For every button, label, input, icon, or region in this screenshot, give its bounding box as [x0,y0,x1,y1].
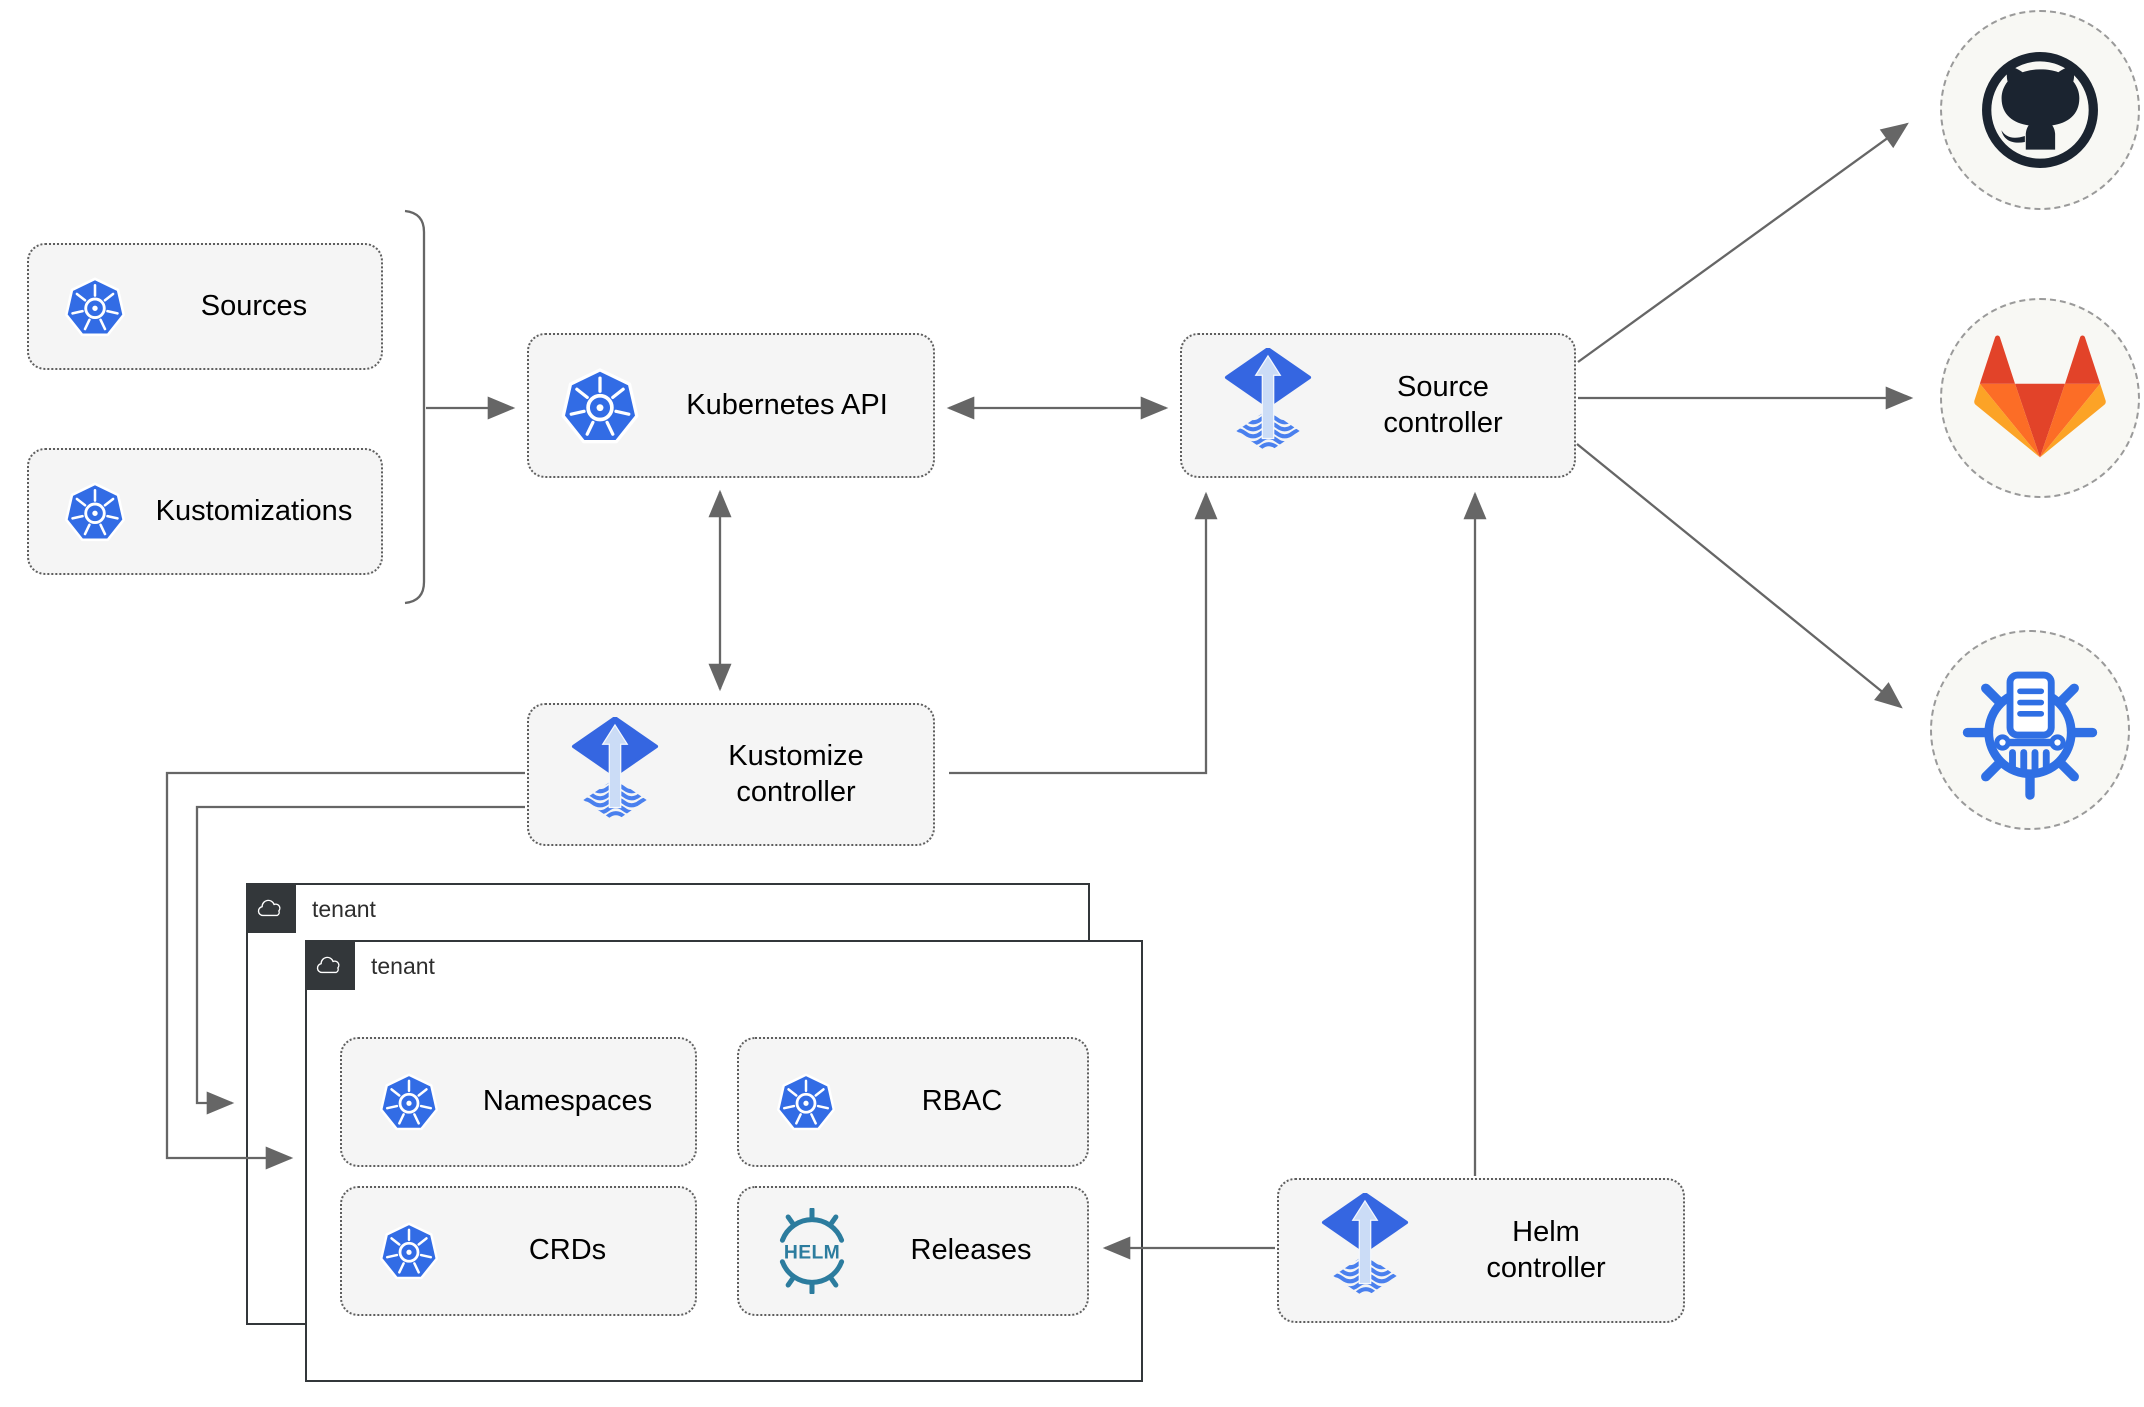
arrow-source-to-chartmuseum [1576,443,1903,709]
flux-icon [1224,348,1312,464]
node-label: Kubernetes API [686,388,888,421]
node-label: Releases [910,1234,1032,1267]
node-releases: Releases [737,1186,1089,1316]
node-label: Kustomizations [155,494,353,527]
node-rbac: RBAC [737,1037,1089,1167]
node-label: Namespaces [482,1085,653,1118]
tenant-outer-tab [246,883,296,933]
node-namespaces: Namespaces [340,1037,697,1167]
tenant-inner-tab [305,940,355,990]
tenant-outer-label: tenant [312,896,376,922]
node-kubernetes-api: Kubernetes API [527,333,935,478]
kubernetes-icon [775,1071,837,1133]
node-helm-controller: Helm controller [1277,1178,1685,1323]
kubernetes-icon [63,275,127,339]
node-kustomizations: Kustomizations [27,448,383,575]
endpoint-chartmuseum [1930,630,2130,830]
node-label: Sources [200,289,308,322]
gitlab-icon [1974,335,2106,461]
node-source-controller: Source controller [1180,333,1576,478]
cloud-icon [254,896,288,920]
helm-icon [769,1208,855,1294]
node-sources: Sources [27,243,383,370]
node-label: Helm controller [1486,1216,1606,1284]
arrow-kustomize-to-source-controller [949,491,1218,775]
endpoint-github [1940,10,2140,210]
chartmuseum-icon [1955,655,2105,805]
node-kustomize-controller: Kustomize controller [527,703,935,846]
kubernetes-icon [559,365,641,447]
node-label: RBAC [921,1085,1003,1118]
endpoint-gitlab [1940,298,2140,498]
flux-icon [1321,1193,1409,1309]
arrow-source-to-github [1577,122,1909,363]
flux-icon [571,717,659,833]
kubernetes-icon [63,480,127,544]
kubernetes-icon [378,1220,440,1282]
cloud-icon [313,953,347,977]
sources-group-bracket [404,209,426,605]
node-label: Kustomize controller [728,740,864,808]
node-label: CRDs [528,1234,607,1267]
kubernetes-icon [378,1071,440,1133]
node-label: Source controller [1383,371,1503,439]
github-icon [1978,48,2102,172]
node-crds: CRDs [340,1186,697,1316]
tenant-inner-label: tenant [371,953,435,979]
